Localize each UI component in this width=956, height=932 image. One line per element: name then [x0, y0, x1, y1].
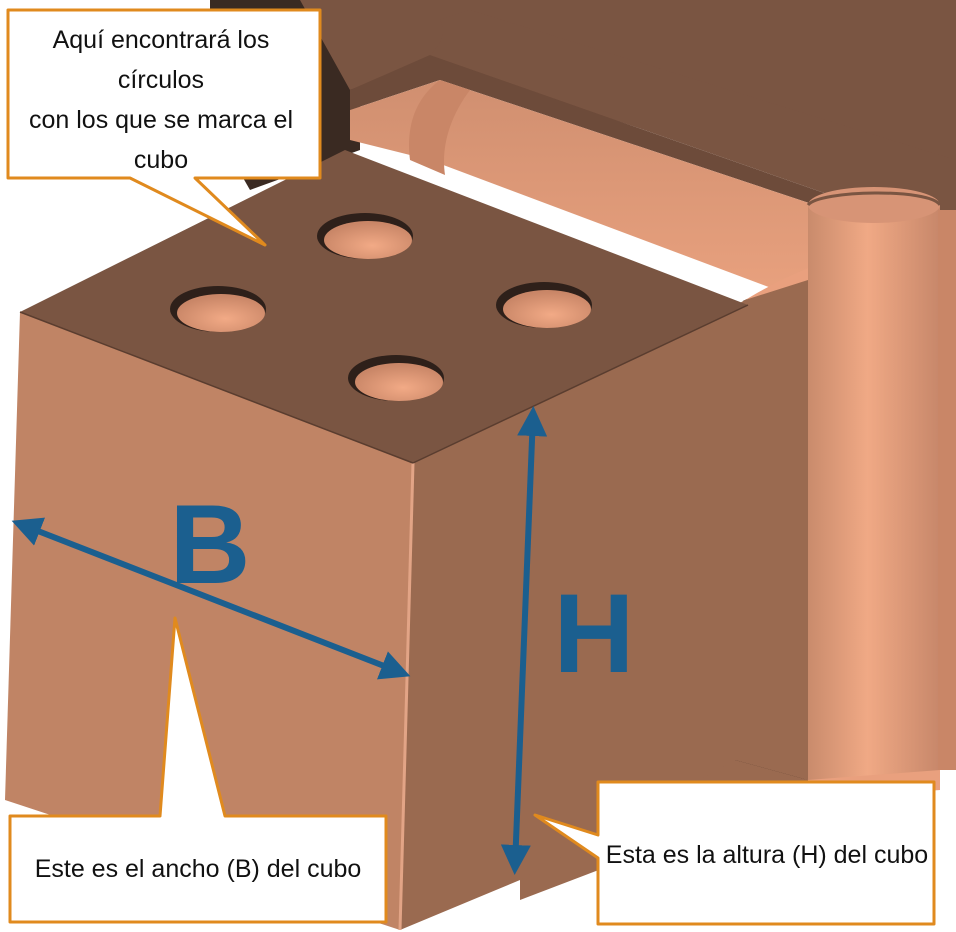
- cube-holes: [170, 213, 592, 401]
- callout-width: [8, 616, 388, 924]
- height-dimension-arrow: [500, 406, 548, 875]
- callout-holes-line-1: Aquí encontrará los círculos: [52, 26, 270, 94]
- width-dimension-arrow: [11, 517, 411, 680]
- hole-top: [317, 213, 413, 259]
- callout-holes-text: Aquí encontrará los círculos con los que…: [8, 20, 314, 180]
- hole-bottom: [348, 355, 444, 401]
- callout-holes-line-2: con los que se marca el: [28, 106, 294, 134]
- callout-height-text: Esta es la altura (H) del cubo: [605, 841, 929, 869]
- hole-left: [170, 286, 266, 332]
- callout-width-text: Este es el ancho (B) del cubo: [34, 855, 362, 883]
- hole-right: [496, 282, 592, 328]
- callout-holes-line-3: cubo: [133, 146, 189, 174]
- height-letter: H: [554, 571, 635, 696]
- cube-top-face: [20, 150, 748, 463]
- width-letter: B: [170, 482, 251, 607]
- pipe-cylinder: [806, 187, 956, 785]
- callout-holes: [6, 8, 322, 247]
- callout-height: [533, 780, 936, 926]
